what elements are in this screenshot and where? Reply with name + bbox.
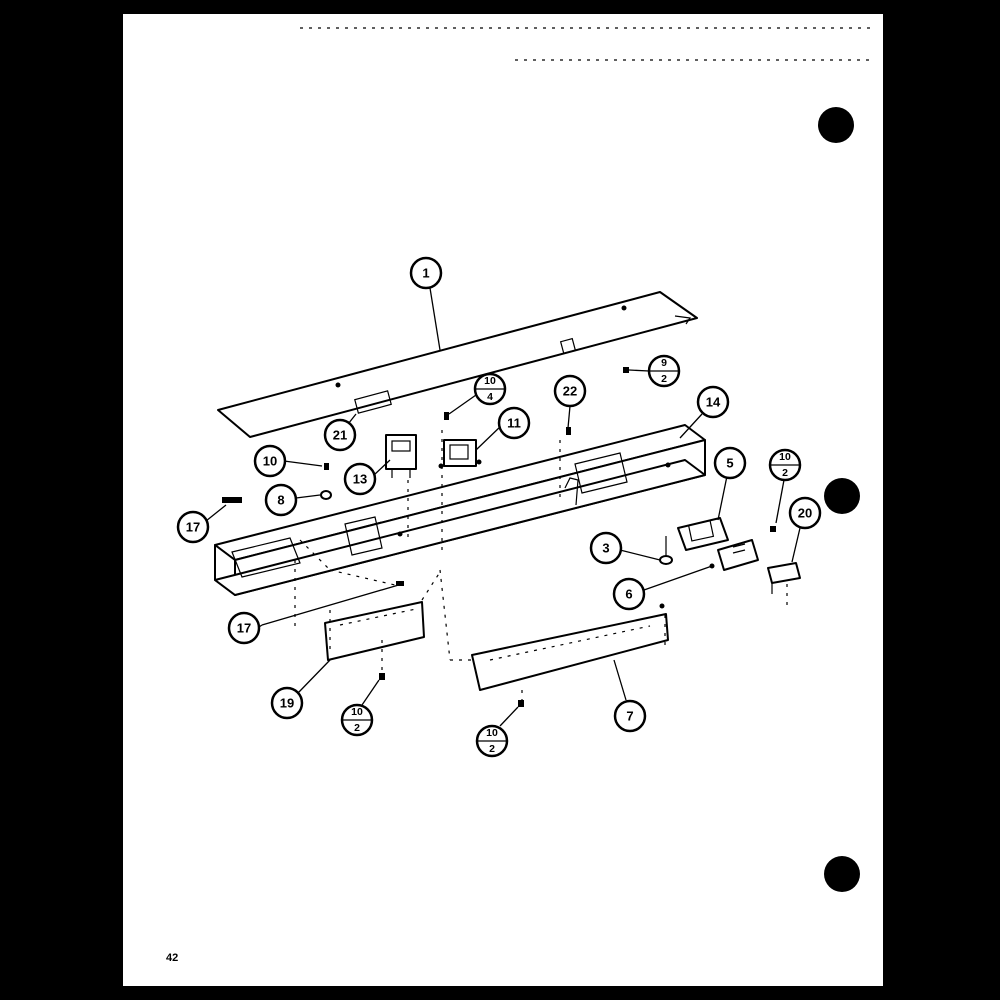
svg-text:9: 9: [661, 357, 667, 369]
callout-7: 7: [613, 699, 647, 733]
page-number: 42: [166, 952, 179, 964]
svg-text:10: 10: [484, 375, 496, 387]
callout-10-over-4: 10 4: [473, 372, 507, 406]
part-rod: [261, 583, 403, 626]
svg-text:7: 7: [626, 709, 633, 724]
callout-10-over-2-left: 10 2: [340, 703, 374, 737]
svg-text:4: 4: [487, 391, 493, 403]
svg-text:21: 21: [333, 428, 347, 443]
svg-text:11: 11: [507, 416, 521, 431]
binder-hole-top: [818, 107, 854, 143]
callout-19: 19: [270, 686, 304, 720]
svg-text:13: 13: [353, 472, 367, 487]
svg-text:10: 10: [486, 727, 498, 739]
svg-text:2: 2: [782, 467, 788, 479]
svg-text:10: 10: [779, 451, 791, 463]
callout-5: 5: [713, 446, 747, 480]
svg-text:5: 5: [726, 456, 733, 471]
callout-21: 21: [323, 418, 357, 452]
svg-text:14: 14: [706, 395, 721, 410]
callout-14: 14: [696, 385, 730, 419]
svg-text:20: 20: [798, 506, 812, 521]
callout-6: 6: [612, 577, 646, 611]
svg-text:22: 22: [563, 384, 577, 399]
svg-text:3: 3: [602, 541, 609, 556]
svg-text:2: 2: [489, 743, 495, 755]
leader-lines: [205, 287, 801, 727]
svg-text:6: 6: [625, 587, 632, 602]
callout-13: 13: [343, 462, 377, 496]
svg-text:10: 10: [351, 706, 363, 718]
part-relay: [385, 434, 417, 478]
part-switch-assembly: [659, 517, 801, 610]
svg-text:19: 19: [280, 696, 294, 711]
part-top-cover: [217, 291, 698, 438]
callout-11: 11: [497, 406, 531, 440]
callout-10: 10: [253, 444, 287, 478]
part-transformer: [438, 439, 482, 469]
callout-22: 22: [553, 374, 587, 408]
part-bracket-left: [324, 601, 425, 661]
svg-text:17: 17: [237, 621, 251, 636]
svg-text:8: 8: [277, 493, 284, 508]
svg-text:10: 10: [263, 454, 277, 469]
alignment-lines: [294, 430, 666, 700]
svg-text:1: 1: [422, 266, 429, 281]
callout-1: 1: [409, 256, 443, 290]
binder-hole-bottom: [824, 856, 860, 892]
callout-10-over-2-right: 10 2: [768, 448, 802, 482]
callout-9-over-2: 9 2: [647, 354, 681, 388]
binder-hole-middle: [824, 478, 860, 514]
callout-3: 3: [589, 531, 623, 565]
callout-20: 20: [788, 496, 822, 530]
callout-17-lower: 17: [227, 611, 261, 645]
part-bracket-long: [471, 613, 669, 691]
callout-8: 8: [264, 483, 298, 517]
part-channel-housing: [214, 424, 706, 596]
svg-text:17: 17: [186, 520, 200, 535]
svg-text:2: 2: [354, 722, 360, 734]
callout-10-over-2-center: 10 2: [475, 724, 509, 758]
svg-text:2: 2: [661, 373, 667, 385]
hardware-screws: [222, 367, 776, 707]
callout-17-upper: 17: [176, 510, 210, 544]
